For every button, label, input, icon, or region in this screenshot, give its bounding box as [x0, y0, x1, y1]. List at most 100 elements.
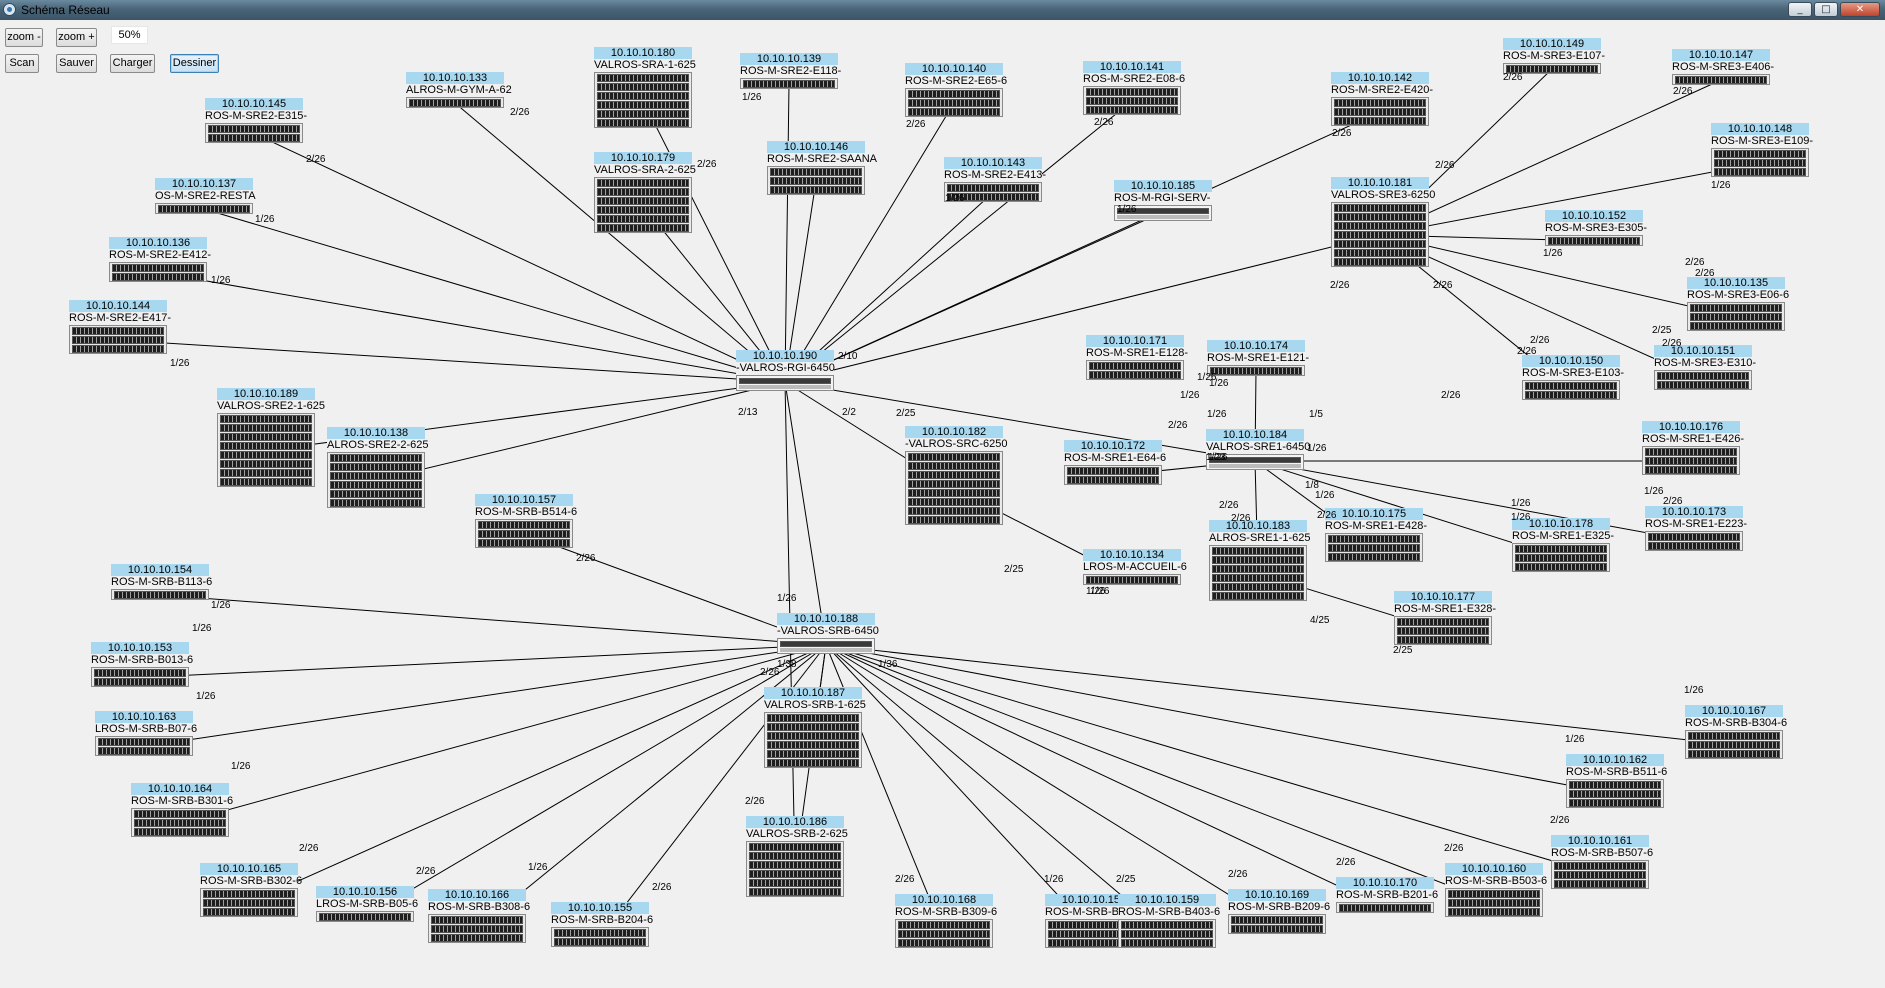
node-name: ALROS-SRE2-2-625	[327, 439, 429, 452]
node-ip: 10.10.10.180	[594, 47, 692, 59]
switch-node-190[interactable]: 10.10.10.190-VALROS-RGI-6450	[736, 350, 835, 391]
port-label: 2/25	[1004, 564, 1024, 575]
save-button[interactable]: Sauver	[56, 54, 97, 73]
switch-icon	[1711, 148, 1809, 177]
port-label: 1/26	[1209, 378, 1229, 389]
switch-icon	[1566, 779, 1664, 808]
link-190-137	[203, 208, 786, 383]
scan-button[interactable]: Scan	[5, 54, 39, 73]
node-ip: 10.10.10.182	[905, 426, 1003, 438]
node-name: ROS-M-SRB-B201-6	[1336, 889, 1439, 902]
port-label: 2/26	[1663, 496, 1683, 507]
node-ip: 10.10.10.147	[1672, 49, 1770, 61]
switch-icon	[1687, 302, 1785, 331]
node-name: ROS-M-SRE2-E417-	[69, 312, 172, 325]
load-button[interactable]: Charger	[110, 54, 155, 73]
network-canvas[interactable]: 10.10.10.190-VALROS-RGI-6450 10.10.10.188…	[0, 20, 1885, 988]
draw-button[interactable]: Dessiner	[170, 54, 219, 73]
node-name: ROS-M-SRE1-E223-	[1645, 518, 1748, 531]
node-name: VALROS-SRE3-6250	[1331, 189, 1436, 202]
port-label: 2/26	[745, 796, 765, 807]
link-188-161	[825, 644, 1601, 876]
node-ip: 10.10.10.136	[109, 237, 207, 249]
node-name: ROS-M-SRB-B304-6	[1685, 717, 1788, 730]
zoom-out-button[interactable]: zoom -	[5, 28, 43, 47]
node-name: VALROS-SRE2-1-625	[217, 400, 326, 413]
switch-icon	[1083, 86, 1181, 115]
maximize-button[interactable]: □	[1814, 2, 1838, 17]
zoom-level: 50%	[111, 26, 148, 44]
switch-icon	[406, 97, 504, 108]
zoom-in-button[interactable]: zoom +	[56, 28, 97, 47]
switch-icon	[1206, 454, 1304, 470]
port-label: 1/26	[1090, 586, 1110, 597]
switch-icon	[1545, 235, 1643, 246]
switch-icon	[95, 736, 193, 756]
port-label: 1/26	[1644, 486, 1664, 497]
minimize-button[interactable]: _	[1788, 2, 1812, 17]
switch-node-182[interactable]: 10.10.10.182-VALROS-SRC-6250	[905, 426, 1008, 525]
close-button[interactable]: ✕	[1840, 2, 1880, 17]
switch-node-188[interactable]: 10.10.10.188-VALROS-SRB-6450	[777, 613, 879, 654]
node-ip: 10.10.10.145	[205, 98, 303, 110]
port-label: 1/26	[1197, 372, 1217, 383]
node-ip: 10.10.10.166	[428, 889, 526, 901]
link-190-141	[784, 100, 1133, 383]
node-ip: 10.10.10.167	[1685, 705, 1783, 717]
